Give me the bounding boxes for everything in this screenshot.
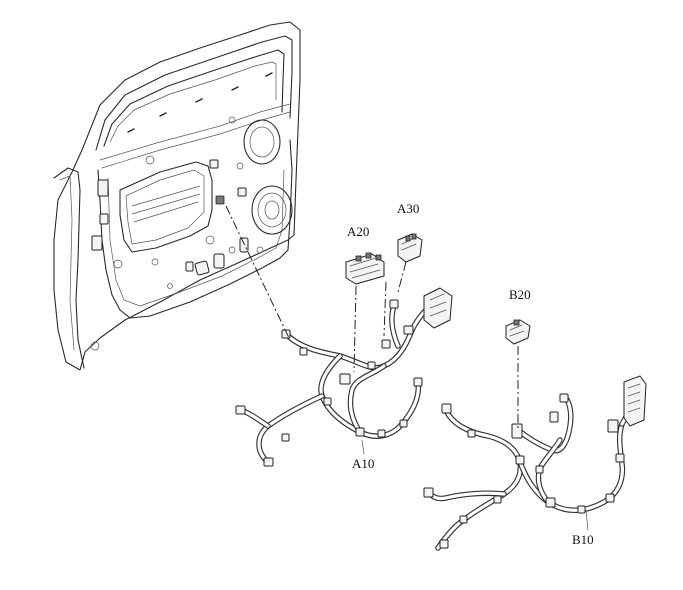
harness-b10: [423, 375, 647, 551]
door-panel: [53, 21, 301, 371]
harness-a10: [235, 287, 453, 467]
label-b20: B20: [509, 287, 531, 302]
connector-b20: [505, 319, 531, 345]
callout-labels: A20 A30 A10 B20 B10: [347, 201, 594, 547]
leader-a10: [361, 439, 365, 455]
alignment-lines: [225, 205, 519, 430]
connector-a30: [397, 233, 423, 263]
label-b10: B10: [572, 532, 594, 547]
connector-a20: [345, 252, 385, 285]
label-a10: A10: [352, 456, 374, 471]
leader-b10: [585, 509, 589, 531]
label-a20: A20: [347, 224, 369, 239]
label-a30: A30: [397, 201, 419, 216]
